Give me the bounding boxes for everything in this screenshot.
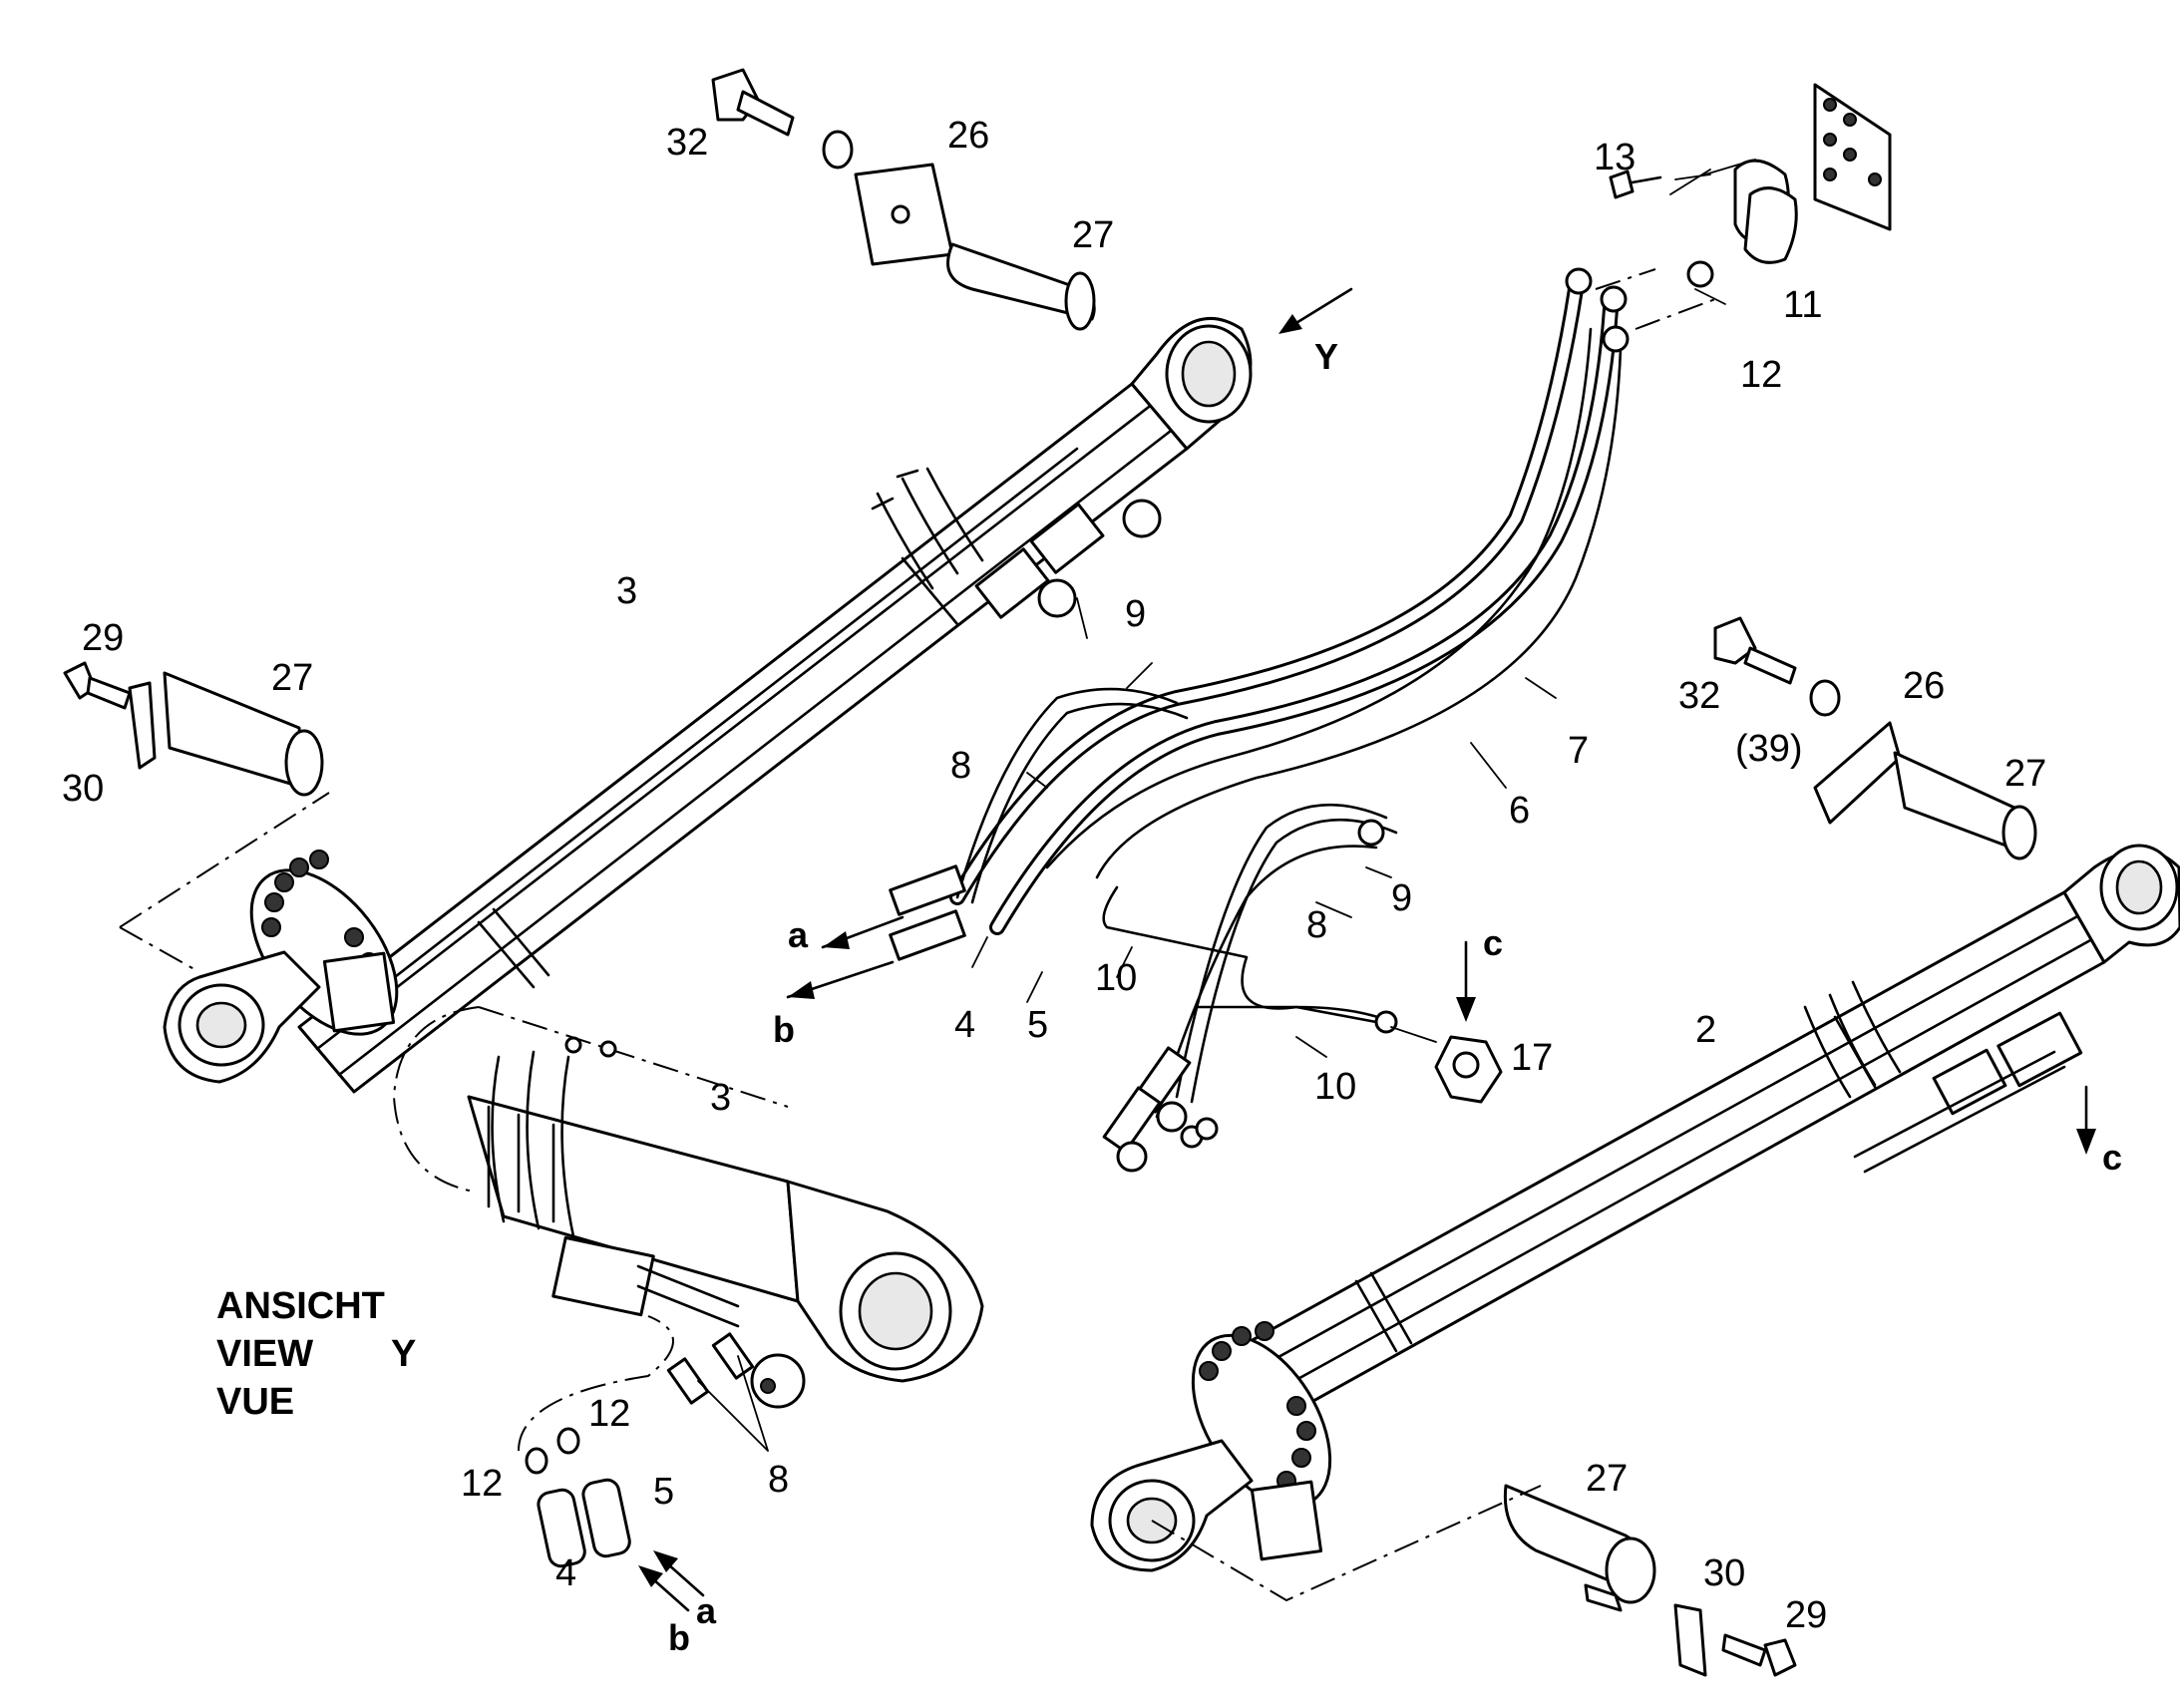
leader-lines <box>697 159 1756 1452</box>
flow-letter-c-right: c <box>2102 1137 2122 1178</box>
label-pin-right: 27 <box>2004 753 2046 795</box>
hose-bundle <box>889 267 1630 1173</box>
label-hose-10b: 10 <box>1314 1066 1356 1108</box>
label-oring-top: 12 <box>1740 354 1782 396</box>
label-hose-5: 5 <box>1027 1004 1048 1046</box>
left-loose-parts <box>63 661 330 973</box>
flow-letter-b-view: b <box>668 1617 690 1658</box>
label-clamp-left: 30 <box>62 768 104 810</box>
label-screw-left: 29 <box>82 617 124 659</box>
label-fitting-5: 5 <box>653 1471 674 1513</box>
valve-17 <box>1390 1026 1503 1104</box>
flow-letter-c-top: c <box>1483 922 1503 963</box>
label-hose-6: 6 <box>1509 790 1530 832</box>
label-cyl-view: 3 <box>710 1077 731 1119</box>
right-cylinder <box>1090 844 2180 1572</box>
caption-view: VIEW <box>216 1333 313 1375</box>
view-caption: ANSICHT VIEW Y VUE <box>216 1285 416 1423</box>
flow-letter-b-main: b <box>773 1009 795 1050</box>
part-labels: 3 3 2 27 27 27 27 32 32 26 26 (39) 29 29… <box>62 115 2046 1636</box>
flange-assembly <box>1595 83 1892 330</box>
label-bolt-top: 32 <box>666 122 708 164</box>
label-plate-top: 26 <box>947 115 989 157</box>
label-valve-17: 17 <box>1511 1037 1553 1079</box>
label-pin-left: 27 <box>271 657 313 699</box>
label-hose-9a: 9 <box>1125 593 1146 635</box>
view-marker-y: Y <box>1314 336 1338 377</box>
hose-end-fittings <box>889 819 1398 1173</box>
label-flange: 11 <box>1783 284 1822 326</box>
caption-view-letter: Y <box>391 1333 416 1375</box>
label-clamp-bottom: 30 <box>1703 1552 1745 1594</box>
caption-vue: VUE <box>216 1381 294 1423</box>
flow-letter-a-view: a <box>696 1590 717 1631</box>
label-hose-7: 7 <box>1568 730 1589 772</box>
head-bolts-right <box>1199 1321 1316 1491</box>
top-loose-parts <box>711 68 1096 331</box>
label-plate-right: 26 <box>1903 665 1945 707</box>
caption-ansicht: ANSICHT <box>216 1285 385 1327</box>
label-hose-8b: 8 <box>1306 904 1327 946</box>
label-hose-8c: 8 <box>768 1459 789 1501</box>
label-bolt-right: 32 <box>1678 675 1720 717</box>
flow-letter-a-main: a <box>788 914 809 955</box>
label-oring-view-a: 12 <box>588 1393 630 1435</box>
flow-letters: a b c c a b Y <box>668 336 2122 1658</box>
label-flange-screw: 13 <box>1594 137 1635 178</box>
label-hose-9b: 9 <box>1391 877 1412 919</box>
label-pin-top: 27 <box>1072 214 1114 256</box>
label-hose-10a: 10 <box>1095 957 1137 999</box>
label-plate-right-ref: (39) <box>1735 728 1803 770</box>
label-oring-view-b: 12 <box>461 1463 503 1505</box>
view-y-fittings <box>518 1315 755 1568</box>
label-pin-bottom: 27 <box>1586 1458 1628 1500</box>
label-cyl-right: 2 <box>1695 1009 1716 1051</box>
label-hose-8a: 8 <box>950 745 971 787</box>
bottom-loose-parts <box>1151 1484 1797 1677</box>
label-hose-4: 4 <box>954 1004 975 1046</box>
label-screw-bottom: 29 <box>1785 1594 1827 1636</box>
label-cyl-left: 3 <box>616 570 637 612</box>
right-loose-parts <box>1713 616 2037 860</box>
left-cylinder <box>163 316 1253 1094</box>
label-fitting-4: 4 <box>555 1552 576 1594</box>
view-y-cylinder <box>392 1006 984 1409</box>
flow-arrows <box>638 287 2096 1612</box>
